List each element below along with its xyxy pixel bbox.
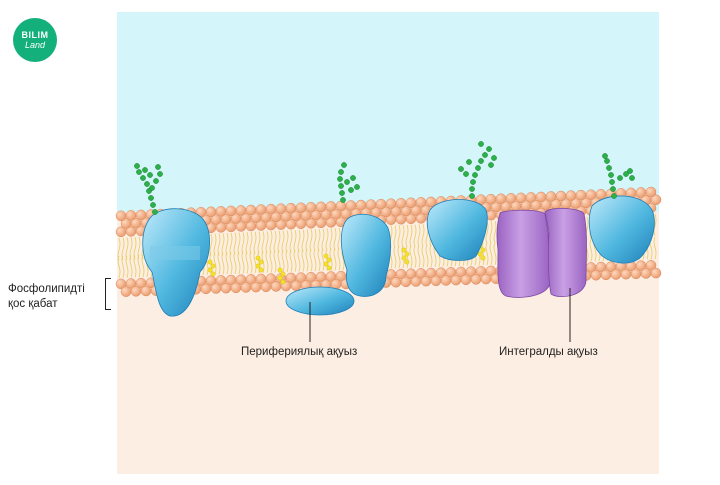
- glycoprotein-2: [340, 214, 392, 297]
- cholesterol-molecules: [207, 237, 618, 285]
- peripheral-protein: [285, 286, 355, 316]
- bilayer-label-line2: қос қабат: [8, 298, 58, 310]
- logo-line1: BILIM: [21, 29, 49, 40]
- bilimland-logo: BILIM Land: [13, 18, 57, 62]
- integral-protein-label: Интегралды ақуыз: [499, 346, 598, 358]
- integral-protein: [496, 208, 587, 298]
- glycoprotein-3: [426, 199, 488, 261]
- peripheral-protein-label: Перифериялық ақуыз: [241, 346, 358, 358]
- logo-line2: Land: [24, 39, 46, 50]
- extracellular-region: [117, 12, 659, 212]
- bilayer-bracket: [105, 278, 111, 310]
- glycoprotein-4: [588, 195, 655, 264]
- carbohydrate-chains: [134, 141, 635, 215]
- bilayer-label-line1: Фосфолипидті: [8, 283, 85, 295]
- glycoprotein-1: [142, 208, 210, 317]
